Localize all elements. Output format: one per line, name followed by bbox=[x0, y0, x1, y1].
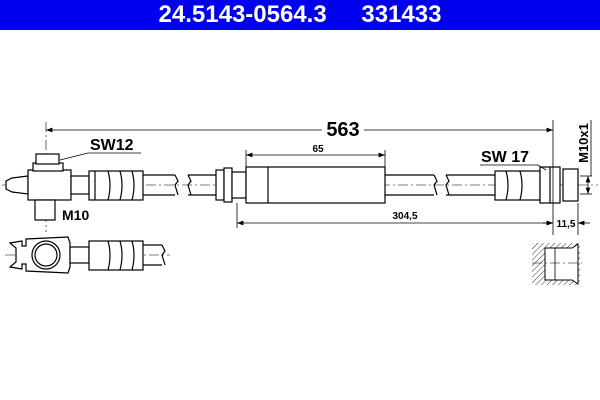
dimension-thread-length: 11,5 bbox=[543, 203, 590, 235]
dimension-to-sleeve: 304,5 bbox=[236, 203, 553, 228]
part-number: 24.5143-0564.3 bbox=[158, 1, 327, 28]
port-section-detail bbox=[532, 243, 582, 285]
right-thread-label: M10x1 bbox=[576, 123, 591, 163]
left-crimp-ferrule bbox=[88, 170, 144, 201]
left-wrench-size-label: SW12 bbox=[90, 137, 134, 154]
hose bbox=[143, 174, 495, 196]
sleeve-length-label: 65 bbox=[312, 144, 324, 155]
dimension-right-thread: M10x1 bbox=[576, 120, 592, 195]
left-thread-label: M10 bbox=[62, 207, 89, 223]
dimension-sleeve: 65 bbox=[245, 144, 386, 167]
dimension-overall: 563 bbox=[46, 118, 554, 235]
right-wrench-size-label: SW 17 bbox=[481, 149, 529, 166]
thread-length-label: 11,5 bbox=[557, 219, 576, 230]
banjo-top-view bbox=[5, 236, 170, 274]
protective-sleeve bbox=[215, 166, 386, 204]
reference-number: 331433 bbox=[361, 1, 442, 28]
right-crimp-ferrule bbox=[494, 166, 579, 204]
right-wrench-callout: SW 17 bbox=[480, 149, 547, 171]
left-wrench-callout: SW12 bbox=[59, 137, 141, 161]
left-banjo-fitting bbox=[5, 153, 90, 221]
title-bar: 24.5143-0564.3 331433 bbox=[0, 0, 600, 30]
overall-length-label: 563 bbox=[326, 119, 359, 141]
length-to-sleeve-label: 304,5 bbox=[392, 211, 417, 222]
